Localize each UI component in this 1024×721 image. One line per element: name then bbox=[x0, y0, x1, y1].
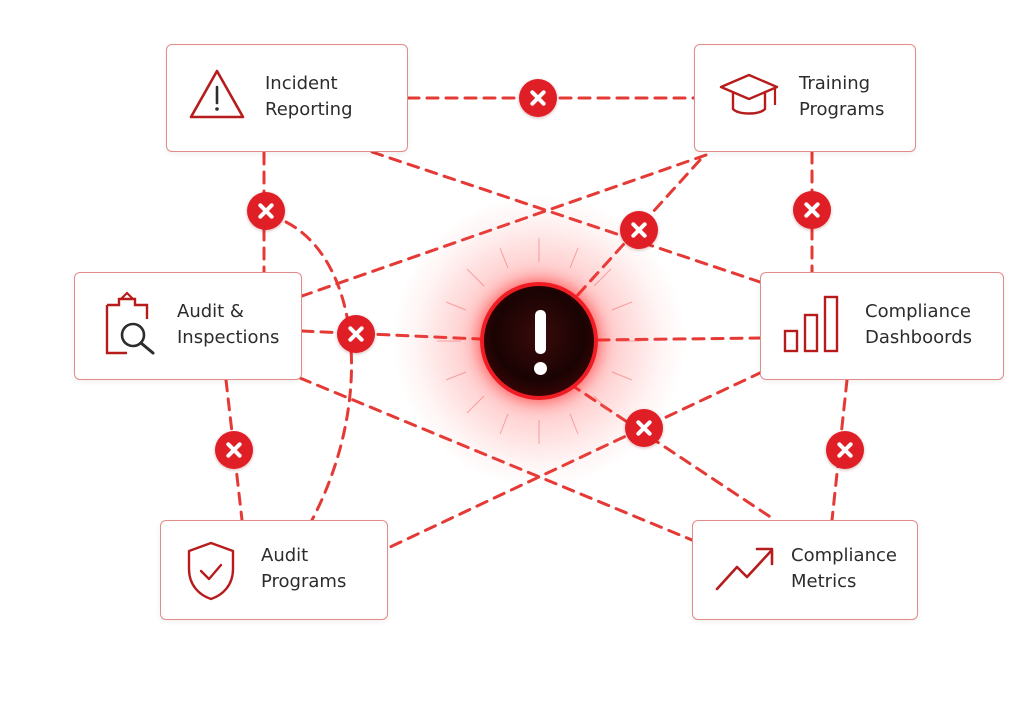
node-audit-programs[interactable]: Audit Programs bbox=[160, 520, 388, 620]
node-audit-inspections[interactable]: Audit & Inspections bbox=[74, 272, 302, 380]
connector-audit-inspections-audit-programs bbox=[224, 378, 244, 522]
node-compliance-metrics-label: Compliance Metrics bbox=[791, 543, 897, 595]
broken-link-x-icon bbox=[215, 431, 253, 469]
compliance-metrics-line2: Metrics bbox=[791, 571, 857, 592]
broken-link-x-icon bbox=[247, 192, 285, 230]
compliance-dashboards-line2: Dashboords bbox=[865, 327, 973, 348]
node-training-programs-label: Training Programs bbox=[799, 71, 884, 123]
broken-link-x-icon bbox=[337, 315, 375, 353]
compliance-metrics-line1: Compliance bbox=[791, 545, 897, 566]
connector-dashboards-metrics bbox=[830, 378, 849, 522]
node-compliance-dashboards[interactable]: Compliance Dashboords bbox=[760, 272, 1004, 380]
warning-triangle-icon bbox=[189, 69, 245, 119]
exclamation-alert-icon bbox=[480, 282, 598, 400]
shield-check-icon bbox=[187, 541, 235, 601]
node-audit-programs-label: Audit Programs bbox=[261, 543, 346, 595]
node-training-programs[interactable]: Training Programs bbox=[694, 44, 916, 152]
connector-dashboards-audit-programs bbox=[386, 370, 764, 550]
incident-reporting-line1: Incident bbox=[265, 73, 338, 94]
node-audit-inspections-label: Audit & Inspections bbox=[177, 299, 279, 351]
node-incident-reporting-label: Incident Reporting bbox=[265, 71, 353, 123]
bar-chart-icon bbox=[783, 295, 839, 353]
audit-inspections-line1: Audit & bbox=[177, 301, 244, 322]
clipboard-search-icon bbox=[105, 291, 155, 355]
node-compliance-metrics[interactable]: Compliance Metrics bbox=[692, 520, 918, 620]
graduation-cap-icon bbox=[719, 73, 779, 115]
audit-programs-line2: Programs bbox=[261, 571, 347, 592]
broken-link-x-icon bbox=[826, 431, 864, 469]
broken-link-x-icon bbox=[620, 211, 658, 249]
broken-link-x-icon bbox=[519, 79, 557, 117]
compliance-dashboards-line1: Compliance bbox=[865, 301, 971, 322]
connector-incident-dashboards bbox=[370, 150, 762, 284]
node-incident-reporting[interactable]: Incident Reporting bbox=[166, 44, 408, 152]
broken-link-x-icon bbox=[793, 191, 831, 229]
trend-up-icon bbox=[715, 547, 774, 591]
audit-programs-line1: Audit bbox=[261, 545, 309, 566]
training-programs-line1: Training bbox=[799, 73, 871, 94]
incident-reporting-line2: Reporting bbox=[265, 99, 353, 120]
broken-link-x-icon bbox=[625, 409, 663, 447]
training-programs-line2: Programs bbox=[799, 99, 885, 120]
node-compliance-dashboards-label: Compliance Dashboords bbox=[865, 299, 972, 351]
audit-inspections-line2: Inspections bbox=[177, 327, 280, 348]
connector-audit-inspections-center bbox=[300, 329, 482, 341]
